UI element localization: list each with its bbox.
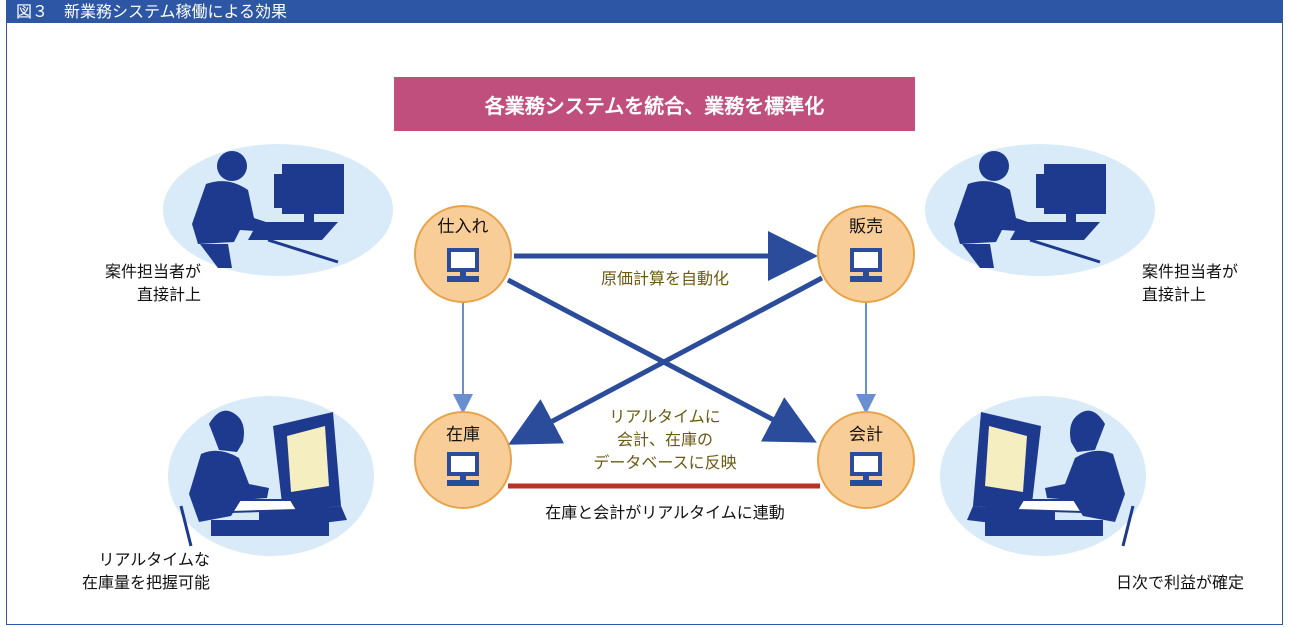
node-sales: 販売 [817,205,915,303]
edge-label-realtime-line2: 会計、在庫の [616,430,713,449]
edge-label-realtime-line1: リアルタイムに [609,407,721,426]
caption-bottom-right: 日次で利益が確定 [1116,573,1245,592]
person-bottom-left-illustration [166,394,376,558]
caption-bottom-left: リアルタイムな 在庫量を把握可能 [20,548,210,594]
computer-icon [850,452,882,486]
arrow-purchase-to-accounting [506,277,817,443]
node-inventory-label: 在庫 [446,425,480,445]
computer-icon [447,452,479,486]
edge-label-cost-calc: 原価計算を自動化 [600,269,729,288]
caption-top-right-line2: 直接計上 [1142,285,1207,304]
caption-bottom-left-line1: リアルタイムな [98,550,210,569]
node-inventory: 在庫 [414,411,512,509]
person-top-left-illustration [161,142,395,278]
caption-top-right: 案件担当者が 直接計上 [1142,260,1282,306]
caption-top-left: 案件担当者が 直接計上 [40,260,201,306]
caption-bottom-left-line2: 在庫量を把握可能 [81,573,210,592]
person-bottom-right-illustration [938,394,1148,558]
caption-top-right-line1: 案件担当者が [1142,262,1239,281]
node-purchase-label: 仕入れ [438,217,489,237]
person-top-right-illustration [923,142,1157,278]
node-sales-label: 販売 [849,217,883,237]
node-accounting: 会計 [817,411,915,509]
computer-icon [850,248,882,282]
caption-top-left-line1: 案件担当者が [104,262,201,281]
edge-label-realtime-line3: データベースに反映 [593,453,737,472]
computer-icon [447,248,479,282]
edge-label-realtime: リアルタイムに 会計、在庫の データベースに反映 [575,405,755,474]
arrow-sales-to-inventory [508,275,824,445]
caption-top-left-line2: 直接計上 [136,285,201,304]
figure-title: 図３ 新業務システム稼働による効果 [7,1,1282,23]
edge-label-link: 在庫と会計がリアルタイムに連動 [545,503,785,522]
banner: 各業務システムを統合、業務を標準化 [394,77,915,131]
node-accounting-label: 会計 [849,425,883,445]
node-purchase: 仕入れ [414,205,512,303]
